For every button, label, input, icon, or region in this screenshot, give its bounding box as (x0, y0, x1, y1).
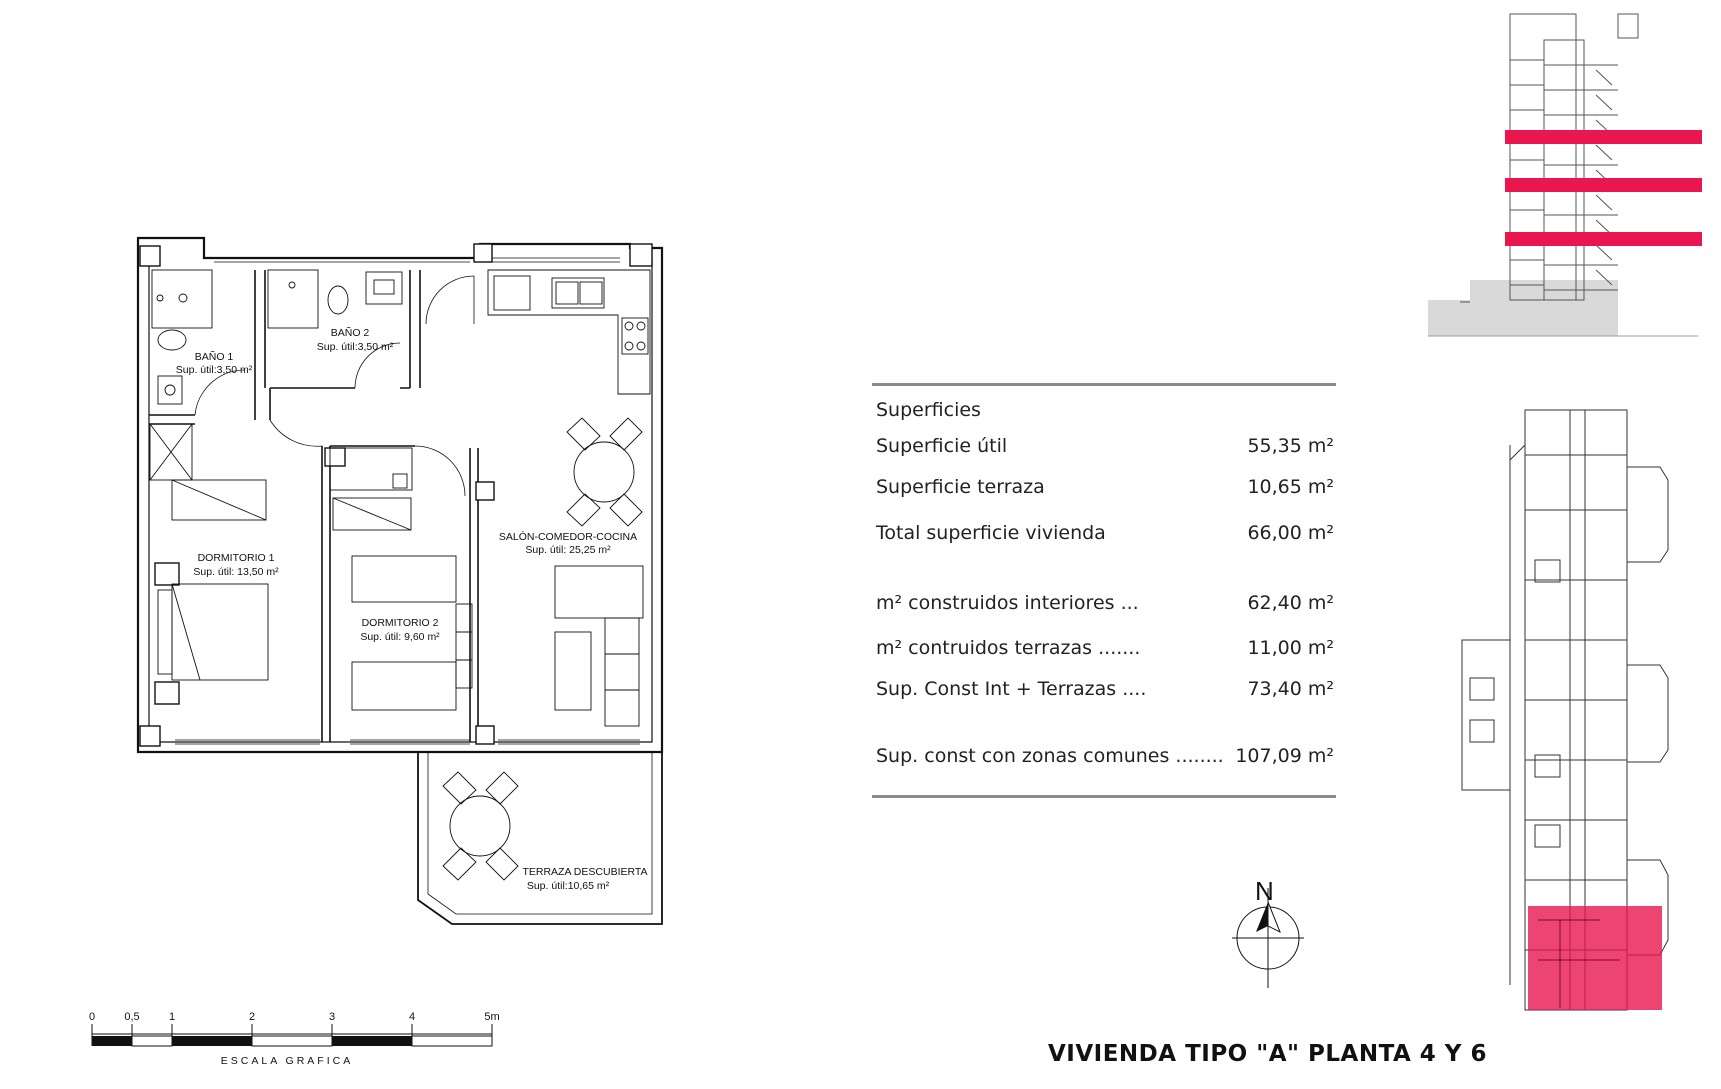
scale-bar-segment (172, 1036, 252, 1046)
scale-tick-label: 0,5 (124, 1011, 139, 1023)
dorm1-furniture (149, 423, 269, 681)
scale-bar-ticks (91, 1024, 493, 1046)
surface-label: Superficie útil (876, 435, 1008, 457)
label-dormitorio1-area: Sup. útil: 13,50 m² (193, 566, 279, 578)
floor-highlight (1505, 130, 1702, 144)
label-salon-name: SALÓN-COMEDOR-COCINA (499, 530, 637, 543)
plan-title: VIVIENDA TIPO "A" PLANTA 4 Y 6 (1048, 1041, 1487, 1067)
surface-label: Sup. Const Int + Terrazas .... (876, 678, 1147, 700)
surface-label: m² construidos interiores ... (876, 592, 1139, 614)
terrace-inner (427, 752, 653, 915)
label-terraza-name: TERRAZA DESCUBIERTA (522, 866, 647, 878)
label-bano1-area: Sup. útil:3,50 m² (176, 364, 253, 376)
north-letter: N (1255, 876, 1274, 906)
scale-bar-segment (411, 1035, 493, 1047)
scale-caption: ESCALA GRAFICA (221, 1055, 353, 1067)
building-key-plan (1461, 409, 1669, 1011)
surface-label: Superficie terraza (876, 476, 1045, 498)
dorm2-furniture (329, 447, 473, 711)
surface-value: 66,00 m² (1247, 522, 1334, 544)
surface-table-bottom-rule (872, 795, 1336, 798)
surface-row: Superficie terraza 10,65 m² (872, 476, 1336, 498)
columns (139, 243, 653, 747)
surface-row: Total superficie vivienda 66,00 m² (872, 522, 1336, 544)
scale-bar-segment (251, 1035, 333, 1047)
scale-tick-label: 5m (484, 1011, 499, 1023)
surface-label: Total superficie vivienda (876, 522, 1106, 544)
section-elevation (1428, 13, 1702, 337)
kitchen-counter (487, 269, 651, 395)
surface-row: Superficie útil 55,35 m² (872, 435, 1336, 457)
surface-value: 10,65 m² (1247, 476, 1334, 498)
label-terraza-area: Sup. útil:10,65 m² (527, 880, 610, 892)
room-labels: BAÑO 1 Sup. útil:3,50 m² BAÑO 2 Sup. úti… (176, 326, 648, 892)
floor-highlight (1505, 232, 1702, 246)
partition-bath1 (149, 270, 421, 420)
surface-row: Sup. Const Int + Terrazas .... 73,40 m² (872, 678, 1336, 700)
surface-table: Superficies Superficie útil 55,35 m² Sup… (872, 383, 1336, 798)
scale-tick-label: 0 (89, 1011, 95, 1023)
surface-label: m² contruidos terrazas ....... (876, 637, 1141, 659)
label-salon-area: Sup. útil: 25,25 m² (525, 544, 611, 556)
surface-table-top-rule (872, 383, 1336, 386)
terrace-outline (417, 751, 663, 925)
scale-bar: 0 0,5 1 2 3 4 5m ESCALA GRAFICA (89, 1011, 500, 1067)
dining-table-terrace (442, 771, 519, 881)
surface-value: 55,35 m² (1247, 435, 1334, 457)
surface-row: m² contruidos terrazas ....... 11,00 m² (872, 637, 1336, 659)
inner-wall-line (148, 258, 653, 743)
surface-table-title: Superficies (876, 399, 981, 421)
scale-tick-label: 1 (169, 1011, 175, 1023)
surface-label: Sup. const con zonas comunes ........ (876, 745, 1224, 767)
surface-value: 62,40 m² (1247, 592, 1334, 614)
floor-highlight (1505, 178, 1702, 192)
salon-furniture (554, 565, 644, 727)
scale-tick-label: 3 (329, 1011, 335, 1023)
door-entry (425, 275, 475, 325)
surface-row: Sup. const con zonas comunes ........ 10… (872, 745, 1336, 767)
unit-highlight (1528, 906, 1662, 1010)
partition-dorm1 (149, 423, 415, 742)
scale-tick-label: 2 (249, 1011, 255, 1023)
bath1-fixtures (151, 269, 213, 405)
window-top (214, 257, 620, 263)
label-bano2-area: Sup. útil:3,50 m² (317, 341, 394, 353)
floor-plan (136, 236, 664, 925)
surface-value: 73,40 m² (1247, 678, 1334, 700)
scale-tick-label: 4 (409, 1011, 415, 1023)
label-dormitorio2-name: DORMITORIO 2 (362, 617, 439, 629)
door-bath2 (354, 342, 401, 389)
label-bano2-name: BAÑO 2 (331, 326, 370, 339)
north-arrow: N (1232, 876, 1304, 988)
door-bath1 (194, 369, 246, 416)
scale-bar-segment (92, 1036, 132, 1046)
label-bano1-name: BAÑO 1 (195, 350, 234, 363)
bath2-fixtures (267, 269, 403, 329)
door-dorm1 (269, 419, 323, 447)
scale-bar-segment (131, 1035, 173, 1047)
surface-value: 11,00 m² (1247, 637, 1334, 659)
dining-table-salon (566, 417, 643, 527)
label-dormitorio1-name: DORMITORIO 1 (198, 552, 275, 564)
label-dormitorio2-area: Sup. útil: 9,60 m² (360, 631, 440, 643)
window-bottom (175, 739, 640, 745)
surface-row: m² construidos interiores ... 62,40 m² (872, 592, 1336, 614)
scale-bar-segment (332, 1036, 412, 1046)
surface-value: 107,09 m² (1235, 745, 1334, 767)
door-dorm2 (414, 445, 466, 497)
